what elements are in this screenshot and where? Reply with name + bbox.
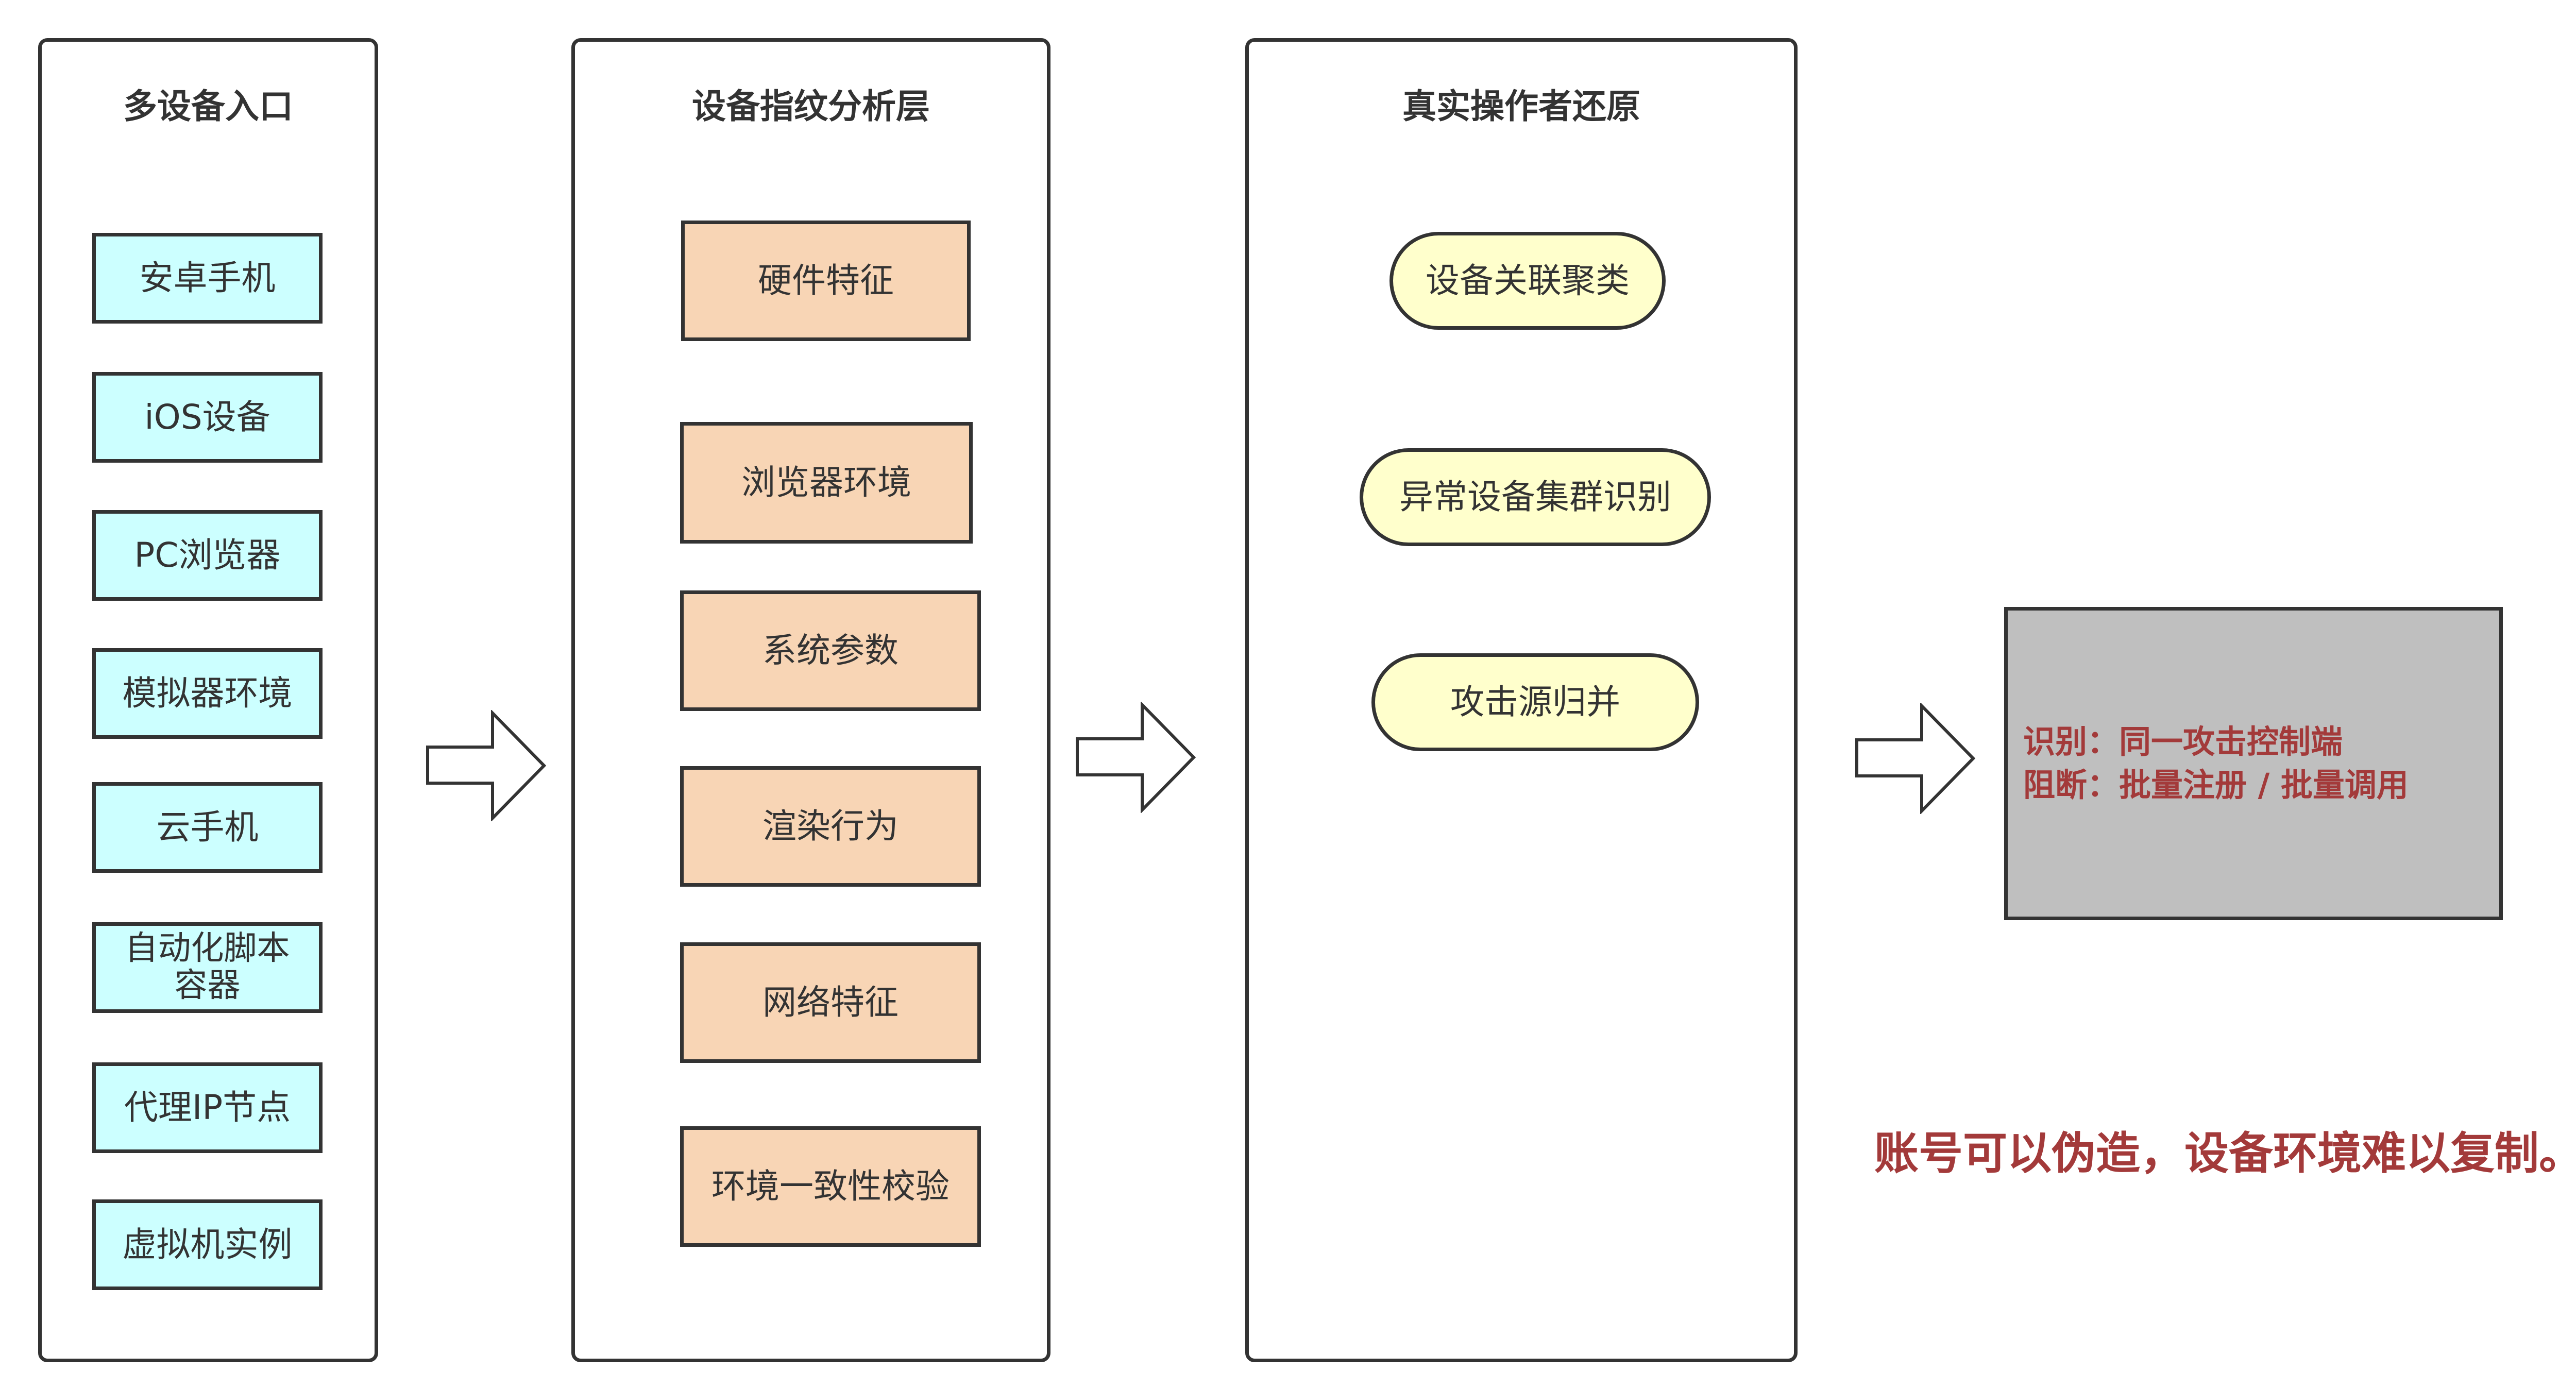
- fingerprint-node-system-params: 系统参数: [680, 590, 981, 711]
- slogan-text: 账号可以伪造，设备环境难以复制。: [1874, 1128, 2576, 1179]
- arrow-right-icon: [1076, 702, 1196, 813]
- arrow-right-icon: [426, 710, 547, 821]
- device-node-virtual-machine: 虚拟机实例: [92, 1199, 323, 1290]
- fingerprint-node-hardware: 硬件特征: [681, 221, 971, 341]
- column-title: 设备指纹分析层: [692, 87, 930, 126]
- fingerprint-node-rendering: 渲染行为: [680, 766, 981, 887]
- device-node-pc-browser: PC浏览器: [92, 510, 323, 601]
- device-node-emulator: 模拟器环境: [92, 648, 323, 739]
- result-block-line: 阻断：批量注册 / 批量调用: [2023, 766, 2409, 804]
- fingerprint-node-browser-env: 浏览器环境: [680, 422, 973, 544]
- device-node-proxy-ip: 代理IP节点: [92, 1062, 323, 1153]
- restoration-node-anomaly-cluster-detection: 异常设备集群识别: [1360, 448, 1711, 546]
- device-node-automation-container: 自动化脚本容器: [92, 922, 323, 1013]
- result-box: 识别：同一攻击控制端 阻断：批量注册 / 批量调用: [2004, 607, 2503, 920]
- restoration-node-attack-source-merge: 攻击源归并: [1371, 653, 1699, 751]
- device-node-cloud-phone: 云手机: [92, 782, 323, 873]
- fingerprint-node-env-consistency: 环境一致性校验: [680, 1126, 981, 1247]
- device-node-android: 安卓手机: [92, 233, 323, 324]
- column-title: 真实操作者还原: [1402, 87, 1640, 126]
- result-identify-line: 识别：同一攻击控制端: [2023, 723, 2343, 761]
- fingerprint-node-network: 网络特征: [680, 942, 981, 1063]
- device-node-ios: iOS设备: [92, 372, 323, 463]
- arrow-right-icon: [1855, 703, 1976, 814]
- restoration-node-device-clustering: 设备关联聚类: [1389, 232, 1666, 330]
- column-title: 多设备入口: [123, 87, 293, 126]
